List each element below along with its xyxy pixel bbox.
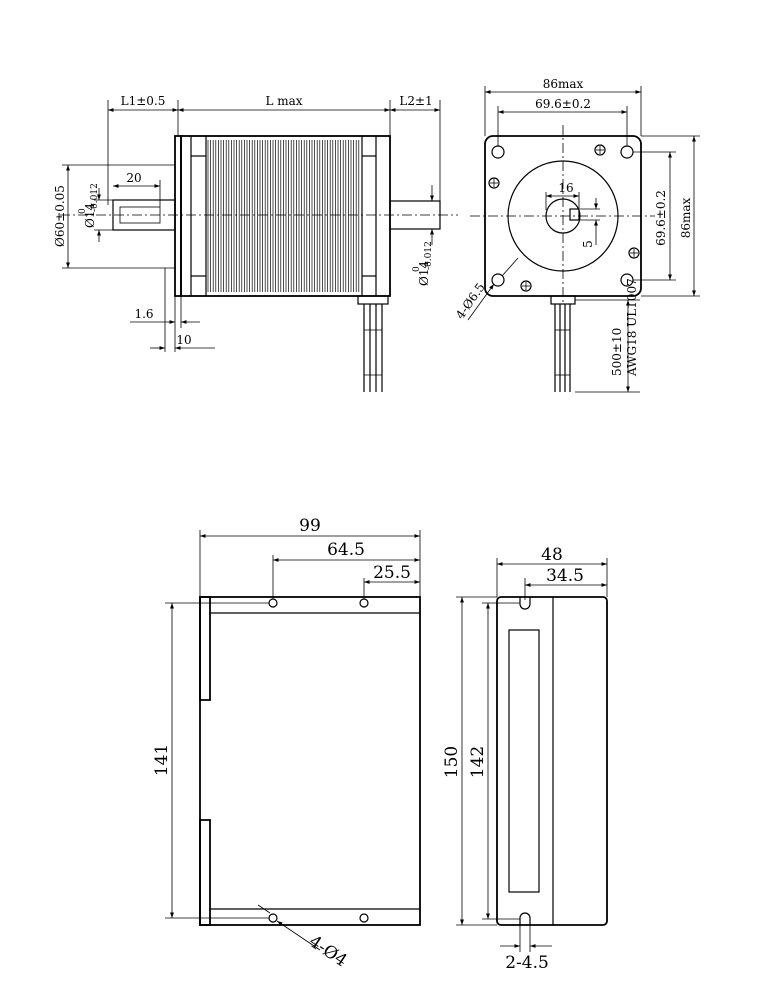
wire-spec: AWG18 UL1007 [625, 278, 639, 377]
dim-shaft-dia-front-lower: -0.012 [90, 183, 100, 212]
driver-flange-top [199, 596, 211, 701]
dim-shaft-dia-front: Ø14 [83, 203, 97, 228]
shaft-key [569, 208, 580, 221]
driver-body [199, 596, 421, 926]
dim-pilot-length: 10 [176, 333, 191, 347]
dim-key-width: 16 [558, 181, 573, 195]
dim-driver-slot: 34.5 [546, 566, 584, 586]
driver-flange-bottom [199, 819, 211, 926]
driver-hole-note: 4-Ø4 [305, 932, 350, 972]
dim-driver-inner-height: 142 [468, 746, 488, 778]
driver-front-body [496, 596, 608, 926]
dim-l: L max [265, 94, 302, 108]
front-shaft [112, 199, 176, 231]
dim-driver-slot-note: 2-4.5 [505, 953, 549, 973]
dim-pilot-diameter: Ø60±0.05 [53, 185, 67, 247]
dim-shaft-dia-front-upper: 0 [78, 208, 88, 214]
dim-driver-hole-1: 64.5 [327, 540, 365, 560]
dim-driver-hole-2: 25.5 [373, 563, 411, 583]
dim-driver-total-height: 150 [442, 746, 462, 778]
shaft-circle [545, 198, 581, 234]
dim-shaft-length: 20 [126, 171, 141, 185]
dim-l1: L1±0.5 [121, 94, 166, 108]
motor-side-wires [357, 295, 389, 392]
dim-driver-depth: 48 [541, 545, 563, 565]
motor-front-wires [550, 295, 640, 393]
rear-shaft [389, 200, 441, 230]
dim-flange-thickness: 1.6 [134, 307, 153, 321]
dim-shaft-dia-rear-lower: -0.012 [424, 241, 434, 270]
dim-height-max: 86max [679, 197, 693, 238]
driver-front-view: 48 34.5 150 142 2-4.5 [442, 545, 608, 973]
dim-driver-height: 141 [152, 744, 172, 776]
dim-hole-spacing-h: 69.6±0.2 [535, 97, 591, 111]
dim-shaft-dia-rear: Ø14 [417, 261, 431, 286]
dim-hole-spacing-v: 69.6±0.2 [654, 190, 668, 246]
dim-l2: L2±1 [399, 94, 432, 108]
flange-screws [488, 144, 640, 292]
dim-lead-length: 500±10 [610, 328, 624, 376]
dim-shaft-dia-rear-upper: 0 [412, 266, 422, 272]
dim-key-depth: 5 [581, 240, 595, 248]
driver-side-view: 99 64.5 25.5 141 4-Ø4 [152, 516, 421, 972]
shaft-keyway [119, 206, 161, 224]
stator-laminations [207, 140, 360, 292]
hole-note: 4-Ø6.5 [453, 280, 488, 321]
motor-front-view: 500±10 AWG18 UL1007 86max 69.6±0.2 69.6±… [453, 77, 700, 393]
pilot-circle [507, 160, 619, 272]
dim-driver-width: 99 [299, 516, 321, 536]
motor-side-view: L1±0.5 L max L2±1 20 Ø60±0.05 Ø14 0 -0.0… [53, 94, 458, 392]
dim-width-max: 86max [543, 77, 584, 91]
driver-window [508, 629, 540, 893]
driver-mount-holes [268, 598, 369, 923]
